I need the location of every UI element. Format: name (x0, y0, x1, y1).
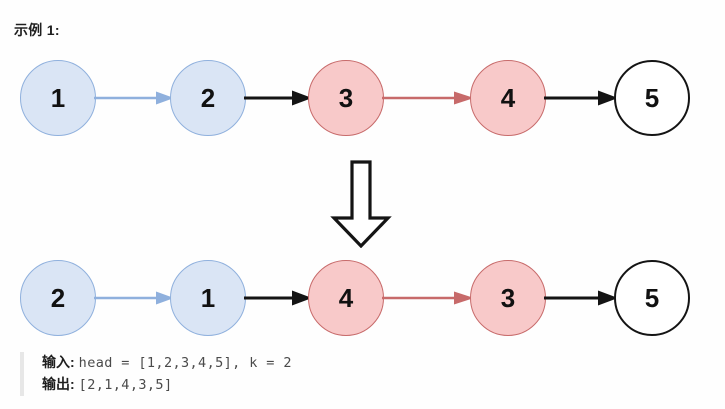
list-node: 1 (170, 260, 246, 336)
input-value: head = [1,2,3,4,5], k = 2 (78, 355, 292, 371)
down-arrow-icon (330, 160, 392, 248)
list-node: 4 (308, 260, 384, 336)
edge-arrow-red (382, 90, 474, 106)
node-value: 4 (500, 82, 516, 113)
output-line: 输出:[2,1,4,3,5] (42, 374, 292, 396)
edge-arrow-black (244, 290, 312, 306)
edge-arrow-black (544, 290, 618, 306)
list-node: 2 (20, 260, 96, 336)
list-node: 5 (614, 60, 690, 136)
node-value: 2 (200, 82, 216, 113)
output-value: [2,1,4,3,5] (78, 376, 173, 393)
list-node: 1 (20, 60, 96, 136)
page-title: 示例 1: (14, 22, 60, 38)
node-value: 2 (50, 282, 66, 313)
input-label: 输入: (42, 354, 75, 370)
node-value: 3 (500, 282, 516, 313)
edge-arrow-black (244, 90, 312, 106)
edge-arrow-blue (94, 290, 174, 306)
linked-list-after: 2 1 4 3 (0, 253, 725, 343)
io-blockquote: 输入:head = [1,2,3,4,5], k = 2 输出:[2,1,4,3… (20, 352, 292, 396)
edge-arrow-black (544, 90, 618, 106)
edge-arrow-blue (94, 90, 174, 106)
input-line: 输入:head = [1,2,3,4,5], k = 2 (42, 352, 292, 374)
node-value: 4 (338, 282, 354, 313)
edge-arrow-red (382, 290, 474, 306)
list-node: 3 (308, 60, 384, 136)
node-value: 5 (644, 82, 660, 113)
node-value: 3 (338, 82, 354, 113)
list-node: 5 (614, 260, 690, 336)
list-node: 2 (170, 60, 246, 136)
list-node: 3 (470, 260, 546, 336)
node-value: 5 (644, 282, 660, 313)
output-label: 输出: (42, 375, 75, 392)
linked-list-before: 1 2 3 4 (0, 53, 725, 143)
node-value: 1 (200, 282, 216, 313)
list-node: 4 (470, 60, 546, 136)
node-value: 1 (50, 82, 66, 113)
